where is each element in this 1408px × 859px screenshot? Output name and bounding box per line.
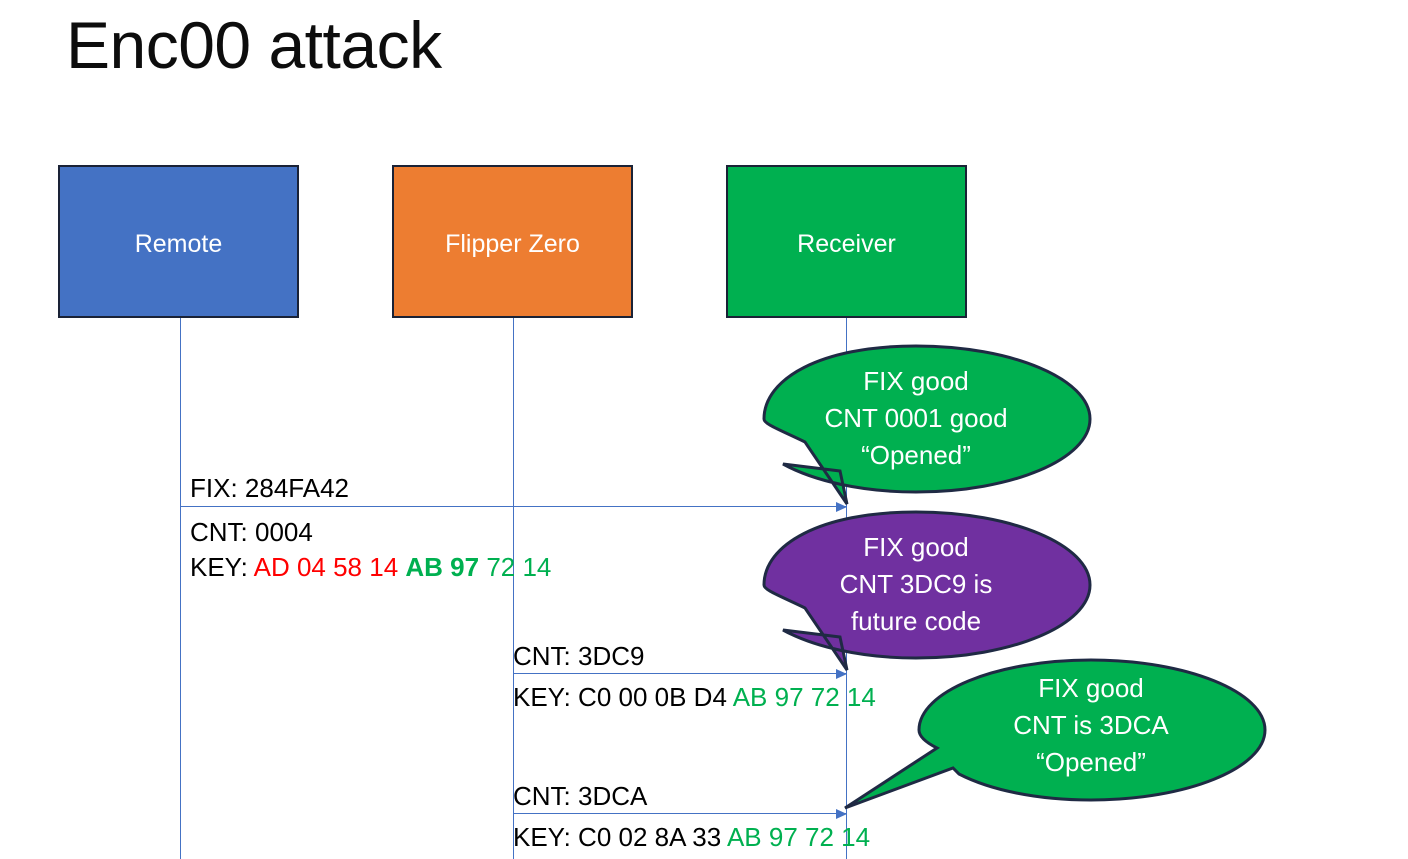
message-arrow-flipper-to-receiver-1 xyxy=(514,668,847,679)
key-green-bytes: 72 14 xyxy=(486,552,552,582)
message-arrow-remote-to-receiver xyxy=(181,501,847,512)
actor-box-flipper: Flipper Zero xyxy=(392,165,633,318)
message-1-cnt-label: CNT: 0004 xyxy=(190,517,313,547)
message-arrow-flipper-to-receiver-2 xyxy=(514,808,847,819)
key-prefix: KEY: xyxy=(190,552,254,582)
actor-label-remote: Remote xyxy=(134,230,223,258)
actor-box-remote: Remote xyxy=(58,165,299,318)
actor-label-flipper: Flipper Zero xyxy=(445,230,580,258)
key-red-bytes: AD 04 58 14 xyxy=(253,552,406,582)
key-green-bytes: AB 97 72 14 xyxy=(732,682,876,712)
actor-box-receiver: Receiver xyxy=(726,165,967,318)
callout-bubble-shape-1 xyxy=(762,344,1092,505)
message-3-cnt-label: CNT: 3DCA xyxy=(513,781,648,811)
message-2-key-label: KEY: C0 00 0B D4 AB 97 72 14 xyxy=(513,678,876,716)
key-green-bytes: AB 97 72 14 xyxy=(726,822,871,852)
lifeline-remote xyxy=(180,318,181,859)
key-prefix: KEY: C0 00 0B D4 xyxy=(513,682,733,712)
callout-receiver-response-2: FIX good CNT 3DC9 is future code xyxy=(742,510,1092,672)
lifeline-flipper xyxy=(513,318,514,859)
message-1-key-label: KEY: AD 04 58 14 AB 97 72 14 xyxy=(190,548,551,586)
message-3-key-label: KEY: C0 02 8A 33 AB 97 72 14 xyxy=(513,818,870,856)
key-prefix: KEY: C0 02 8A 33 xyxy=(513,822,727,852)
callout-bubble-shape-3 xyxy=(844,658,1267,810)
callout-receiver-response-3: FIX good CNT is 3DCA “Opened” xyxy=(844,658,1267,815)
message-1-fix-label: FIX: 284FA42 xyxy=(190,473,349,503)
page-title: Enc00 attack xyxy=(66,8,442,82)
key-green-bold-bytes: AB 97 xyxy=(405,552,487,582)
callout-receiver-response-1: FIX good CNT 0001 good “Opened” xyxy=(742,344,1092,506)
message-2-cnt-label: CNT: 3DC9 xyxy=(513,641,645,671)
callout-bubble-shape-2 xyxy=(762,510,1092,671)
actor-label-receiver: Receiver xyxy=(797,230,896,258)
